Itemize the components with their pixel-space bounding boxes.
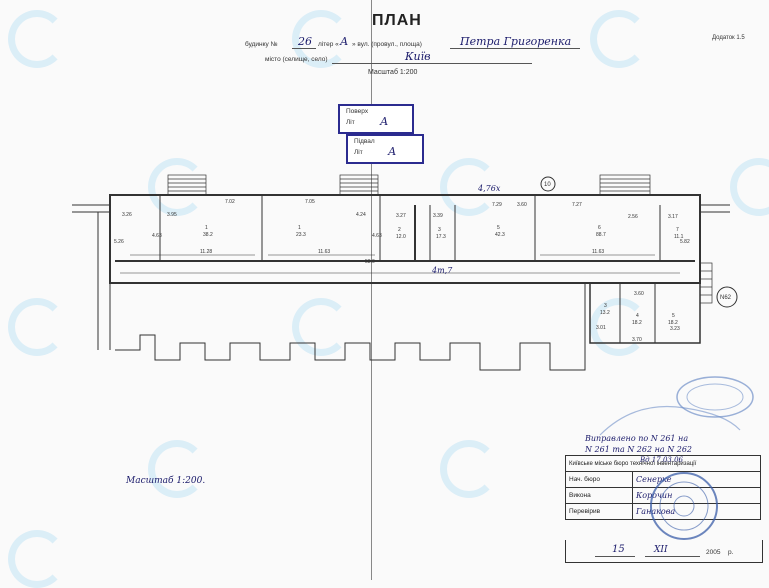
stamp-role: Перевірив — [565, 503, 633, 520]
dim-label: 7.05 — [305, 199, 315, 205]
letter-prefix-label: літер « — [318, 41, 339, 48]
basement-box-title: Підвал — [354, 138, 375, 145]
dim-label: 3.27 — [396, 213, 406, 219]
scale-label: Масштаб 1:200 — [368, 69, 418, 76]
watermark-logo-icon — [8, 298, 66, 356]
page-fold-line — [371, 0, 372, 580]
dim-label: 7.27 — [572, 202, 582, 208]
watermark-logo-icon — [590, 298, 648, 356]
watermark-logo-icon — [590, 10, 648, 68]
watermark-logo-icon — [8, 10, 66, 68]
floor-box-letter-value: А — [380, 115, 389, 128]
basement-box-letter-label: Літ — [354, 149, 363, 156]
room-number: 7 — [676, 227, 679, 233]
floor-box: Поверх Літ А — [338, 104, 414, 134]
marker-label: N62 — [720, 295, 732, 301]
watermark-logo-icon — [148, 158, 206, 216]
room-number: 3 — [604, 303, 607, 309]
dim-label: 5.26 — [114, 239, 124, 245]
room-area: 23.3 — [296, 232, 306, 238]
dim-label: 3.95 — [167, 212, 177, 218]
room-number: 1 — [298, 225, 301, 231]
bureau-stamp-table: Київське міське бюро технічної інвентари… — [565, 455, 761, 520]
dim-label: 5.82 — [680, 239, 690, 245]
stamp-role: Нач. бюро — [565, 471, 633, 488]
room-number: 5 — [672, 313, 675, 319]
dim-label: 3.26 — [122, 212, 132, 218]
handwritten-scale: Масштаб 1:200. — [126, 476, 206, 486]
dim-label: 11.63 — [318, 249, 330, 255]
dim-label: 3.23 — [670, 326, 680, 332]
note-line-1: Виправлено по N 261 на — [585, 434, 689, 443]
dim-label: 58.0 — [365, 259, 375, 265]
street-prefix-label: » вул. (провул., площа) — [352, 41, 422, 48]
note-line-2: N 261 та N 262 на N 262 — [585, 445, 693, 454]
date-day: 15 — [612, 544, 625, 555]
room-area: 38.2 — [203, 232, 213, 238]
dim-label: 11.28 — [200, 249, 212, 255]
room-area: 18.2 — [668, 320, 678, 326]
room-area: 18.2 — [632, 320, 642, 326]
room-area: 11.1 — [674, 234, 684, 240]
watermark-logo-icon — [440, 440, 498, 498]
hand-note: 4,76x — [477, 184, 501, 193]
dim-label: 7.02 — [225, 199, 235, 205]
room-area: 12.0 — [396, 234, 406, 240]
room-number: 1 — [205, 225, 208, 231]
basement-box-letter-value: А — [388, 145, 397, 158]
watermark-logo-icon — [292, 10, 350, 68]
dim-label: 11.63 — [592, 249, 604, 255]
room-number: 4 — [636, 313, 639, 319]
dim-label: 4.24 — [356, 212, 366, 218]
room-area: 42.3 — [495, 232, 505, 238]
room-area: 88.7 — [596, 232, 606, 238]
city-value: Київ — [405, 50, 431, 63]
dim-label: 4.63 — [152, 233, 162, 239]
floor-box-title: Поверх — [346, 108, 369, 115]
dim-label: 3.01 — [596, 325, 606, 331]
stamp-role: Викона — [565, 487, 633, 504]
dim-label: 3.39 — [433, 213, 443, 219]
dim-label: 3.60 — [517, 202, 527, 208]
letter-value: А — [340, 35, 349, 48]
dim-label: 4.63 — [372, 233, 382, 239]
city-label: місто (селище, село) — [265, 56, 328, 63]
room-number: 2 — [398, 227, 401, 233]
stamp-rays-icon — [599, 405, 741, 436]
hand-note: 4т,7 — [431, 266, 453, 275]
stamp-signature: Ганакова — [632, 503, 761, 520]
watermark-logo-icon — [8, 530, 66, 588]
building-number-value: 26 — [298, 35, 312, 48]
room-area: 17.3 — [436, 234, 446, 240]
dim-label: 3.70 — [632, 337, 642, 343]
dim-label: 7.29 — [492, 202, 502, 208]
dim-label: 2.56 — [628, 214, 638, 220]
street-value: Петра Григоренка — [460, 35, 572, 48]
dim-label: 3.60 — [634, 291, 644, 297]
date-suffix: р. — [728, 549, 734, 556]
date-year: 2005 — [706, 549, 721, 556]
room-number: 6 — [598, 225, 601, 231]
marker-label: 10 — [544, 182, 551, 188]
dim-label: 3.17 — [668, 214, 678, 220]
official-seal-icon — [650, 472, 718, 540]
basement-box: Підвал Літ А — [346, 134, 424, 164]
page-title: ПЛАН — [372, 12, 422, 29]
floor-box-letter-label: Літ — [346, 119, 355, 126]
date-box — [565, 540, 763, 563]
watermark-logo-icon — [440, 158, 498, 216]
room-number: 5 — [497, 225, 500, 231]
round-stamp-icon — [676, 376, 754, 418]
floor-plan-drawing: 3.26 3.95 7.02 7.05 4.24 3.27 3.39 7.29 … — [72, 174, 738, 371]
room-number: 3 — [438, 227, 441, 233]
watermark-logo-icon — [730, 158, 769, 216]
date-month: ХІІ — [654, 545, 668, 555]
building-number-label: будинку № — [245, 41, 278, 48]
room-area: 13.2 — [600, 310, 610, 316]
watermark-logo-icon — [148, 440, 206, 498]
watermark-logo-icon — [292, 298, 350, 356]
appendix-label: Додаток 1.5 — [712, 35, 745, 41]
